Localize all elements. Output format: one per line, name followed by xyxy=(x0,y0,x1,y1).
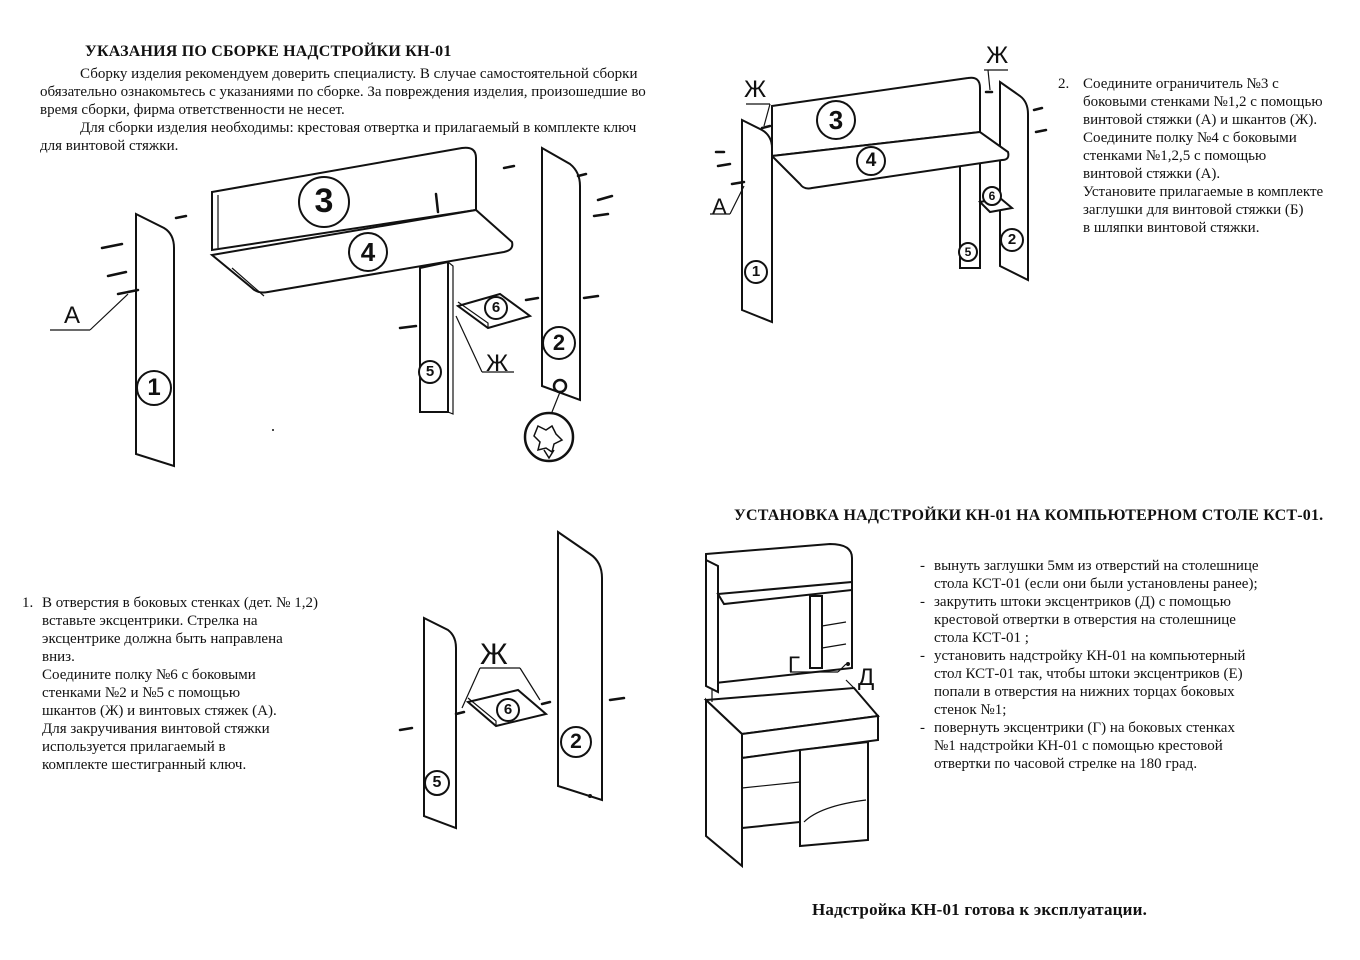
label-zh: Ж xyxy=(486,350,509,377)
hutch-back xyxy=(705,542,853,686)
hutch-shelf xyxy=(716,580,853,606)
step-2-number: 2. xyxy=(1058,76,1070,92)
desk-right-compartment xyxy=(799,740,869,848)
step-2-lines: Соедините ограничитель №3 с боковыми сте… xyxy=(1083,75,1358,237)
step-1-line: стенками №2 и №5 с помощью xyxy=(42,685,241,701)
part-4-badge: 4 xyxy=(856,146,886,176)
desk-cavity xyxy=(741,748,801,830)
step-1-line: В отверстия в боковых стенках (дет. № 1,… xyxy=(42,595,318,611)
hutch-post xyxy=(809,595,823,669)
step-1-line: вставьте эксцентрики. Стрелка на xyxy=(42,613,258,629)
part-1-side-wall xyxy=(135,212,175,468)
step-1-line: Для закручивания винтовой стяжки xyxy=(42,721,270,737)
part-6-badge: 6 xyxy=(982,186,1002,206)
step-2-line: винтовой стяжки (А) и шкантов (Ж). xyxy=(1083,112,1318,128)
eccentric-detail-icon xyxy=(523,411,575,463)
install-item: установить надстройку КН-01 на компьютер… xyxy=(920,647,1340,719)
part-1-badge: 1 xyxy=(136,370,172,406)
assembled-diagram xyxy=(710,69,1048,324)
part-1-badge: 1 xyxy=(744,260,768,284)
part-2-badge: 2 xyxy=(560,726,592,758)
label-a: А xyxy=(712,194,727,219)
step-2-line: Соедините полку №4 с боковыми xyxy=(1083,130,1297,146)
step-1-text: 1. В отверстия в боковых стенках (дет. №… xyxy=(22,594,362,774)
final-note: Надстройка КН-01 готова к эксплуатации. xyxy=(812,900,1148,919)
install-item: закрутить штоки эксцентриков (Д) с помощ… xyxy=(920,593,1340,647)
step-1-line: комплекте шестигранный ключ. xyxy=(42,757,247,773)
screw-group xyxy=(398,696,626,732)
part-5-post xyxy=(423,616,457,830)
desk-left-side xyxy=(705,697,743,869)
part-5-badge: 5 xyxy=(424,770,450,796)
install-item: повернуть эксцентрики (Г) на боковых сте… xyxy=(920,719,1340,773)
desk-front xyxy=(741,714,879,760)
step-1-line: используется прилагаемый в xyxy=(42,739,226,755)
part-1-side-wall xyxy=(741,118,773,324)
intro-paragraph-1: Сборку изделия рекомендуем доверить спец… xyxy=(40,66,646,118)
part-6-badge: 6 xyxy=(496,698,520,722)
screw-group xyxy=(714,90,1048,186)
eccentric-icon xyxy=(552,378,568,394)
step-1-line: вниз. xyxy=(42,649,75,665)
label-zh: Ж xyxy=(480,638,508,671)
step-1-line: шкантов (Ж) и винтовых стяжек (А). xyxy=(42,703,277,719)
part-2-badge: 2 xyxy=(542,326,576,360)
step-2-line: заглушки для винтовой стяжки (Б) xyxy=(1083,202,1304,218)
step-2-line: в шляпки винтовой стяжки. xyxy=(1083,220,1260,236)
step-1-number: 1. xyxy=(22,595,34,611)
step-2-line: Установите прилагаемые в комплекте xyxy=(1083,184,1324,200)
intro-paragraph-2: Для сборки изделия необходимы: крестовая… xyxy=(40,120,637,154)
install-item: вынуть заглушки 5мм из отверстий на стол… xyxy=(920,557,1340,593)
step-1-lines: В отверстия в боковых стенках (дет. № 1,… xyxy=(42,594,362,774)
part-2-side-wall xyxy=(541,146,581,402)
install-instructions: вынуть заглушки 5мм из отверстий на стол… xyxy=(920,557,1340,773)
step-2-line: стенками №1,2,5 с помощью xyxy=(1083,148,1267,164)
intro-text: Сборку изделия рекомендуем доверить спец… xyxy=(40,65,650,155)
label-zh: Ж xyxy=(744,76,767,103)
hutch-left-side xyxy=(705,558,719,694)
step-1-line: Соедините полку №6 с боковыми xyxy=(42,667,256,683)
step-1-line: эксцентрике должна быть направлена xyxy=(42,631,283,647)
part-3-badge: 3 xyxy=(816,100,856,140)
step-2-line: Соедините ограничитель №3 с xyxy=(1083,76,1279,92)
label-zh: Ж xyxy=(986,42,1009,69)
part-3-badge: 3 xyxy=(298,176,350,228)
step-2-line: боковыми стенками №1,2 с помощью xyxy=(1083,94,1323,110)
label-a: А xyxy=(64,302,81,329)
part-2-side-wall xyxy=(557,530,603,802)
part-2-badge: 2 xyxy=(1000,228,1024,252)
screw-group xyxy=(100,164,614,330)
label-d: Д xyxy=(858,664,875,691)
part-5-badge: 5 xyxy=(958,242,978,262)
step-2-line: винтовой стяжки (А). xyxy=(1083,166,1221,182)
page-title: УКАЗАНИЯ ПО СБОРКЕ НАДСТРОЙКИ КН-01 xyxy=(85,43,452,60)
part-4-badge: 4 xyxy=(348,232,388,272)
install-diagram xyxy=(703,542,880,869)
part-6-badge: 6 xyxy=(484,296,508,320)
part-5-post xyxy=(419,260,454,415)
label-g: Г xyxy=(788,652,800,677)
part-5-badge: 5 xyxy=(418,360,442,384)
install-title: УСТАНОВКА НАДСТРОЙКИ КН-01 НА КОМПЬЮТЕРН… xyxy=(734,507,1324,524)
part-4-shelf xyxy=(769,130,1010,190)
step-2-text: 2. Соедините ограничитель №3 с боковыми … xyxy=(1058,75,1358,237)
